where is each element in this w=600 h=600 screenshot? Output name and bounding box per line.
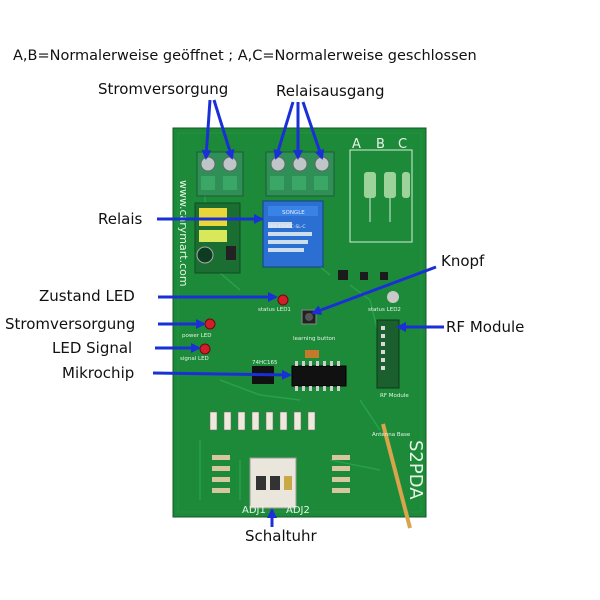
silk-rf-module: RF Module [380,393,409,399]
rf-module [376,319,400,389]
terminal-label-a: A [352,137,361,152]
signal-led [199,343,211,355]
silk-adj2: ADJ2 [286,505,310,516]
resistors-right [332,455,350,493]
label-power-supply-led: Stromversorgung [5,315,136,333]
silk-power-led: power LED [182,333,212,339]
arrow-microchip [152,369,292,380]
label-led-signal: LED Signal [52,339,133,357]
silk-learning-button: learning button [293,336,336,342]
arrow-power-2 [212,99,235,160]
relay-contact-pads [364,172,410,198]
relay-terminal-block [265,151,335,197]
resistors-left [212,455,230,493]
silk-antenna-base: Antenna Base [372,432,411,438]
relay-component [262,200,324,268]
diode-row [209,411,316,431]
model-text: S2PDA [405,440,426,500]
relay-brand-text: SONGLE [282,210,305,216]
silk-status-led1: status LED1 [258,307,291,313]
callout-arrows [152,99,444,527]
label-relay: Relais [98,210,143,228]
power-module [194,202,241,274]
relay-model-text: SRA-12VDC-SL-C [268,224,306,230]
arrow-relay-out-1 [273,101,295,160]
timer-dip-switch [249,457,297,509]
terminal-label-b: B [376,137,385,152]
label-timer: Schaltuhr [245,527,317,545]
label-status-led: Zustand LED [39,287,135,305]
power-led [204,318,216,330]
silk-signal-led: signal LED [180,356,209,362]
diagram-title: A,B=Normalerweise geöffnet ; A,C=Normale… [13,48,477,64]
silk-status-led2: status LED2 [368,307,401,313]
power-terminal-block [196,151,244,197]
terminal-label-c: C [398,137,407,152]
label-rf-module: RF Module [446,318,525,336]
label-button: Knopf [441,252,485,270]
arrow-button [311,265,437,315]
arrow-power-1 [201,99,212,160]
silk-adj1: ADJ1 [242,505,266,516]
status-led1 [277,294,289,306]
arrow-relay-out-3 [301,101,325,160]
small-components [338,270,399,303]
watermark-text: www.carymart.com [177,180,190,287]
microchip [291,361,347,391]
label-microchip: Mikrochip [62,364,135,382]
capacitor [305,350,319,358]
label-power-supply-top: Stromversorgung [98,80,229,98]
label-relay-output: Relaisausgang [276,82,385,100]
silk-chip: 74HC165 [252,360,278,366]
antenna-wire [381,423,412,529]
